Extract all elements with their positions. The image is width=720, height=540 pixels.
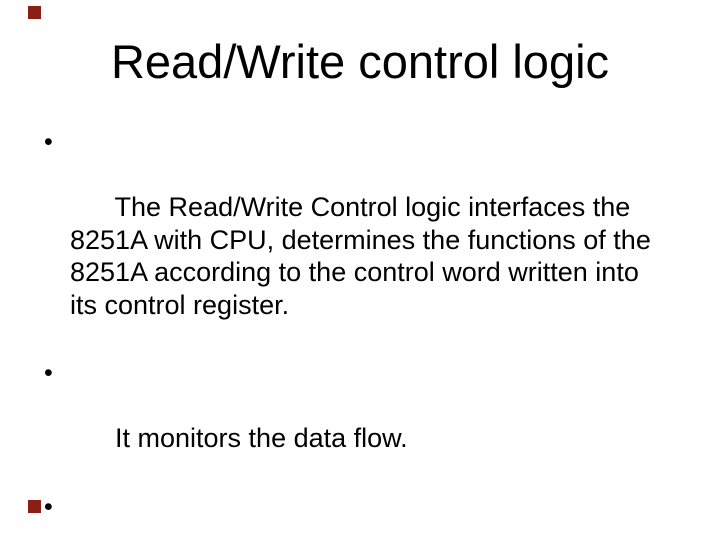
bullet-list: • The Read/Write Control logic interface…	[44, 126, 704, 540]
bullet-item-1: • The Read/Write Control logic interface…	[44, 126, 704, 354]
slide-accent-square-bottom	[28, 500, 41, 513]
bullet-item-2: • It monitors the data flow.	[44, 357, 704, 487]
bullet-item-3: • This section has three registers and t…	[44, 491, 704, 540]
slide-accent-square-top	[28, 6, 41, 19]
slide-title: Read/Write control logic	[110, 35, 610, 88]
bullet-dot-icon: •	[44, 359, 53, 387]
bullet-text-2: It monitors the data flow.	[115, 423, 408, 453]
bullet-dot-icon: •	[44, 492, 53, 521]
bullet-dot-icon: •	[44, 128, 53, 156]
bullet-text-1: The Read/Write Control logic interfaces …	[70, 192, 651, 320]
